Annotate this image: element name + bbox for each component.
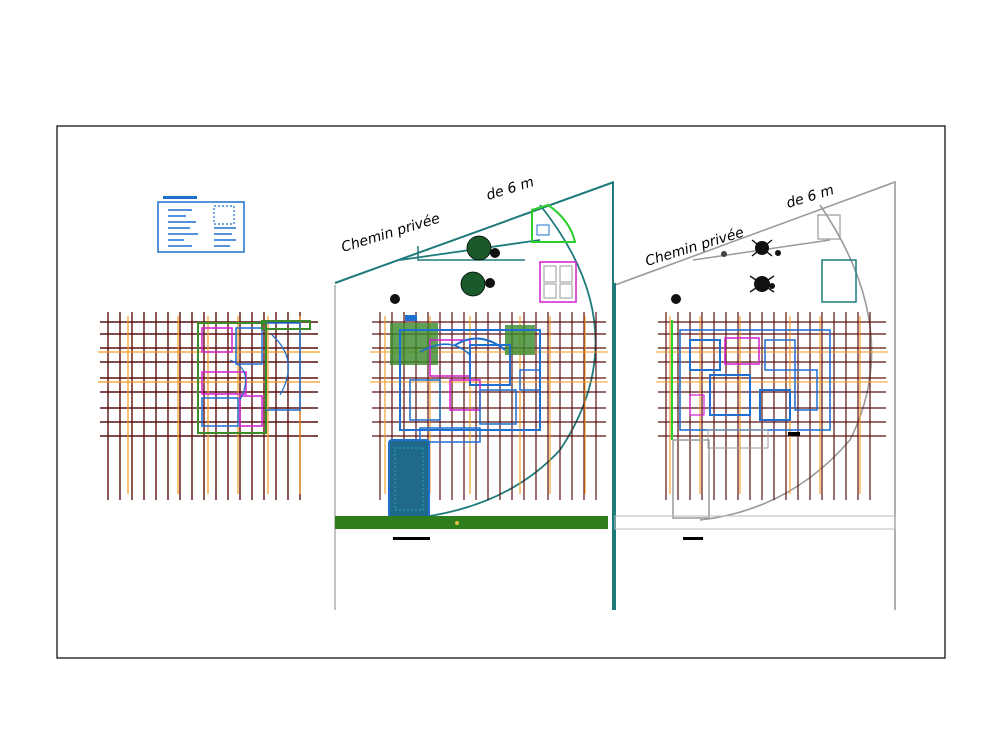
site-plan-right: Chemin privée de 6 m xyxy=(614,180,896,610)
pool-outline xyxy=(672,439,710,519)
garden-strip xyxy=(335,516,608,529)
scale-bar xyxy=(683,537,703,540)
legend-block xyxy=(157,196,245,253)
plan-grid-left xyxy=(98,312,320,500)
garden-strip-outline xyxy=(614,515,896,530)
house-plan-middle xyxy=(390,315,541,443)
house-plan-right xyxy=(671,320,831,449)
scale-bar xyxy=(393,537,430,540)
building-outline-left xyxy=(197,320,311,434)
road-label-main: Chemin privée xyxy=(643,225,745,270)
site-plan-middle: Chemin privée de 6 m xyxy=(334,174,615,610)
road-width-label: de 6 m xyxy=(484,174,535,204)
sheet-frame xyxy=(56,125,946,659)
tree-icon xyxy=(390,235,500,304)
